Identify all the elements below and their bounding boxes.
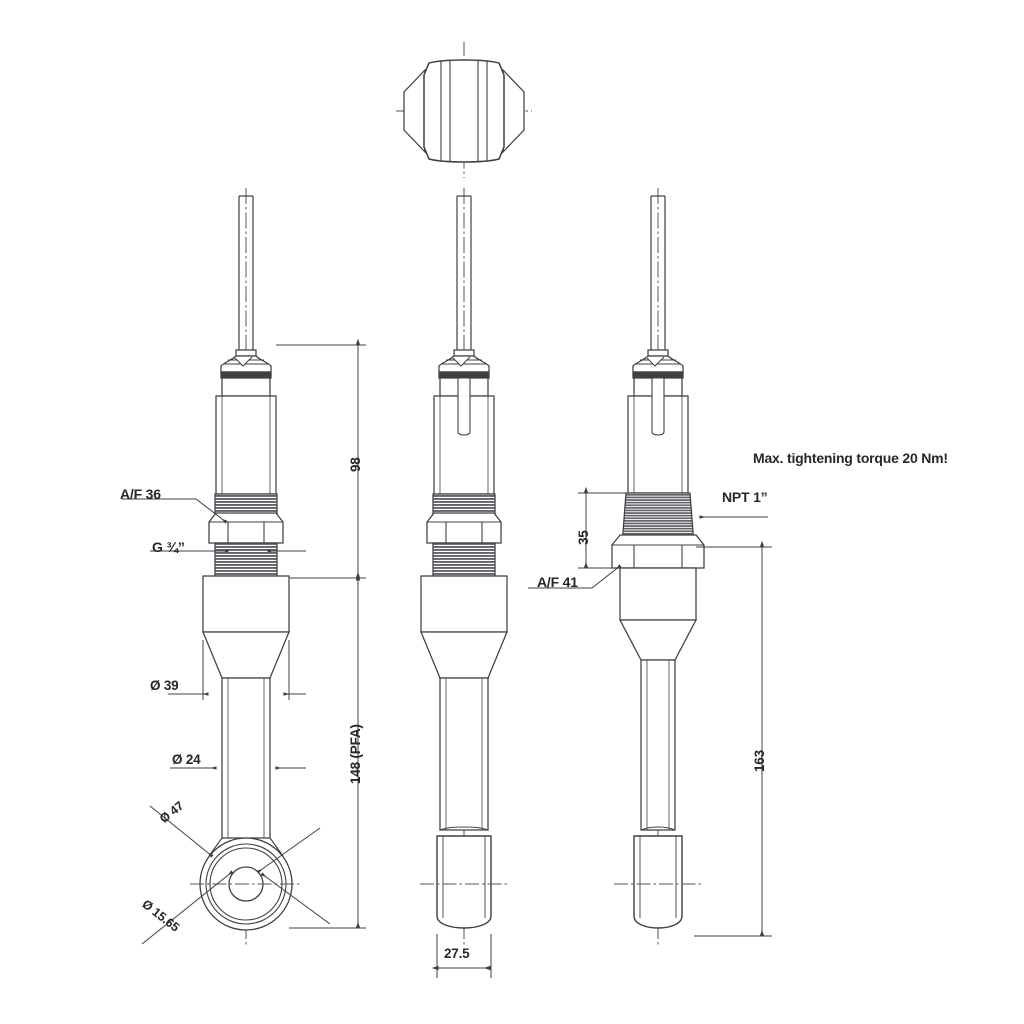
view-top-connector-cap: [396, 42, 532, 178]
label-torque-note: Max. tightening torque 20 Nm!: [753, 450, 948, 466]
dimension-lines: [122, 338, 772, 978]
label-g34: G ¾”: [152, 539, 185, 555]
label-npt1: NPT 1”: [722, 489, 768, 505]
view-middle-side: [420, 188, 508, 946]
label-dim275: 27.5: [444, 946, 470, 961]
label-dim35: 35: [576, 530, 591, 545]
view-right-npt-thread: [611, 188, 705, 946]
label-dim163: 163: [752, 750, 767, 772]
label-dia39: Ø 39: [150, 678, 179, 693]
label-af41: A/F 41: [537, 574, 578, 590]
label-dim98: 98: [348, 457, 363, 472]
label-af36: A/F 36: [120, 486, 161, 502]
view-left-g-thread: [190, 188, 302, 946]
label-dia24: Ø 24: [172, 752, 201, 767]
label-dim148: 148 (PFA): [348, 724, 363, 784]
